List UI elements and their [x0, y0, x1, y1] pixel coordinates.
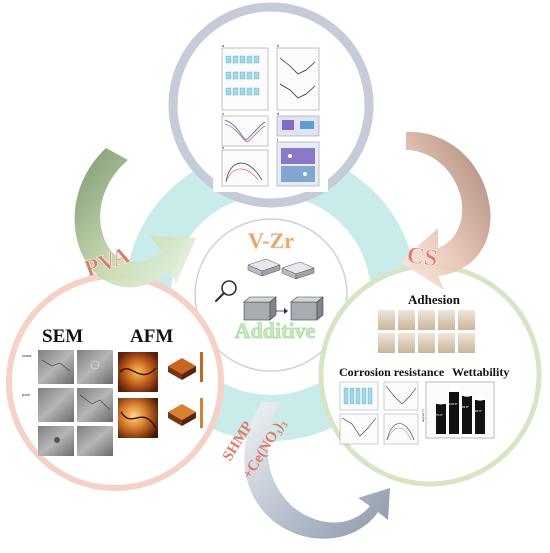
- contact-angle-3: 99.8°: [462, 405, 470, 409]
- top-panel: a b c d e f: [168, 2, 374, 208]
- pore-label: pore: [22, 392, 31, 397]
- center-content: V-Zr Additive: [214, 228, 324, 343]
- center-title: V-Zr: [248, 228, 294, 253]
- sem-label: SEM: [42, 326, 83, 347]
- wettability-label: Wettability: [452, 365, 509, 379]
- substrate-schematic: [247, 258, 315, 280]
- cs-label: CS: [405, 242, 439, 272]
- afm-images: [118, 352, 203, 438]
- svg-text:c: c: [222, 111, 224, 116]
- afm-label: AFM: [130, 326, 173, 347]
- svg-text:f: f: [277, 137, 279, 142]
- adhesion-images: [378, 310, 475, 353]
- magnifier-icon: [214, 280, 237, 303]
- crack-label: crack: [22, 353, 32, 358]
- svg-text:e: e: [222, 145, 225, 150]
- svg-text:d: d: [277, 111, 279, 116]
- coating-blocks: [243, 296, 324, 321]
- right-panel: Adhesion Corrosion resistance Wettabilit…: [318, 263, 542, 487]
- adhesion-label: Adhesion: [408, 292, 461, 307]
- pva-arrow: PVA: [74, 148, 196, 288]
- contact-angle-4: 92.9°: [475, 409, 483, 413]
- svg-text:a: a: [222, 43, 225, 48]
- corrosion-plots: [339, 381, 419, 445]
- corrosion-label: Corrosion resistance: [339, 365, 445, 379]
- left-panel: SEM AFM crack pore: [6, 273, 224, 491]
- additive-label: Additive: [235, 318, 316, 343]
- sem-images: [38, 350, 113, 456]
- contact-angle-2: 108.8°: [449, 402, 459, 406]
- degree-axis-label: degree (°): [421, 409, 425, 422]
- wettability-chart: 76.6° 108.8° 99.8° 92.9° degree (°): [421, 381, 495, 439]
- cs-arrow: CS: [400, 131, 491, 290]
- contact-angle-1: 76.6°: [436, 413, 444, 417]
- svg-text:b: b: [277, 43, 280, 48]
- electrochemistry-figure: a b c d e f: [213, 40, 328, 192]
